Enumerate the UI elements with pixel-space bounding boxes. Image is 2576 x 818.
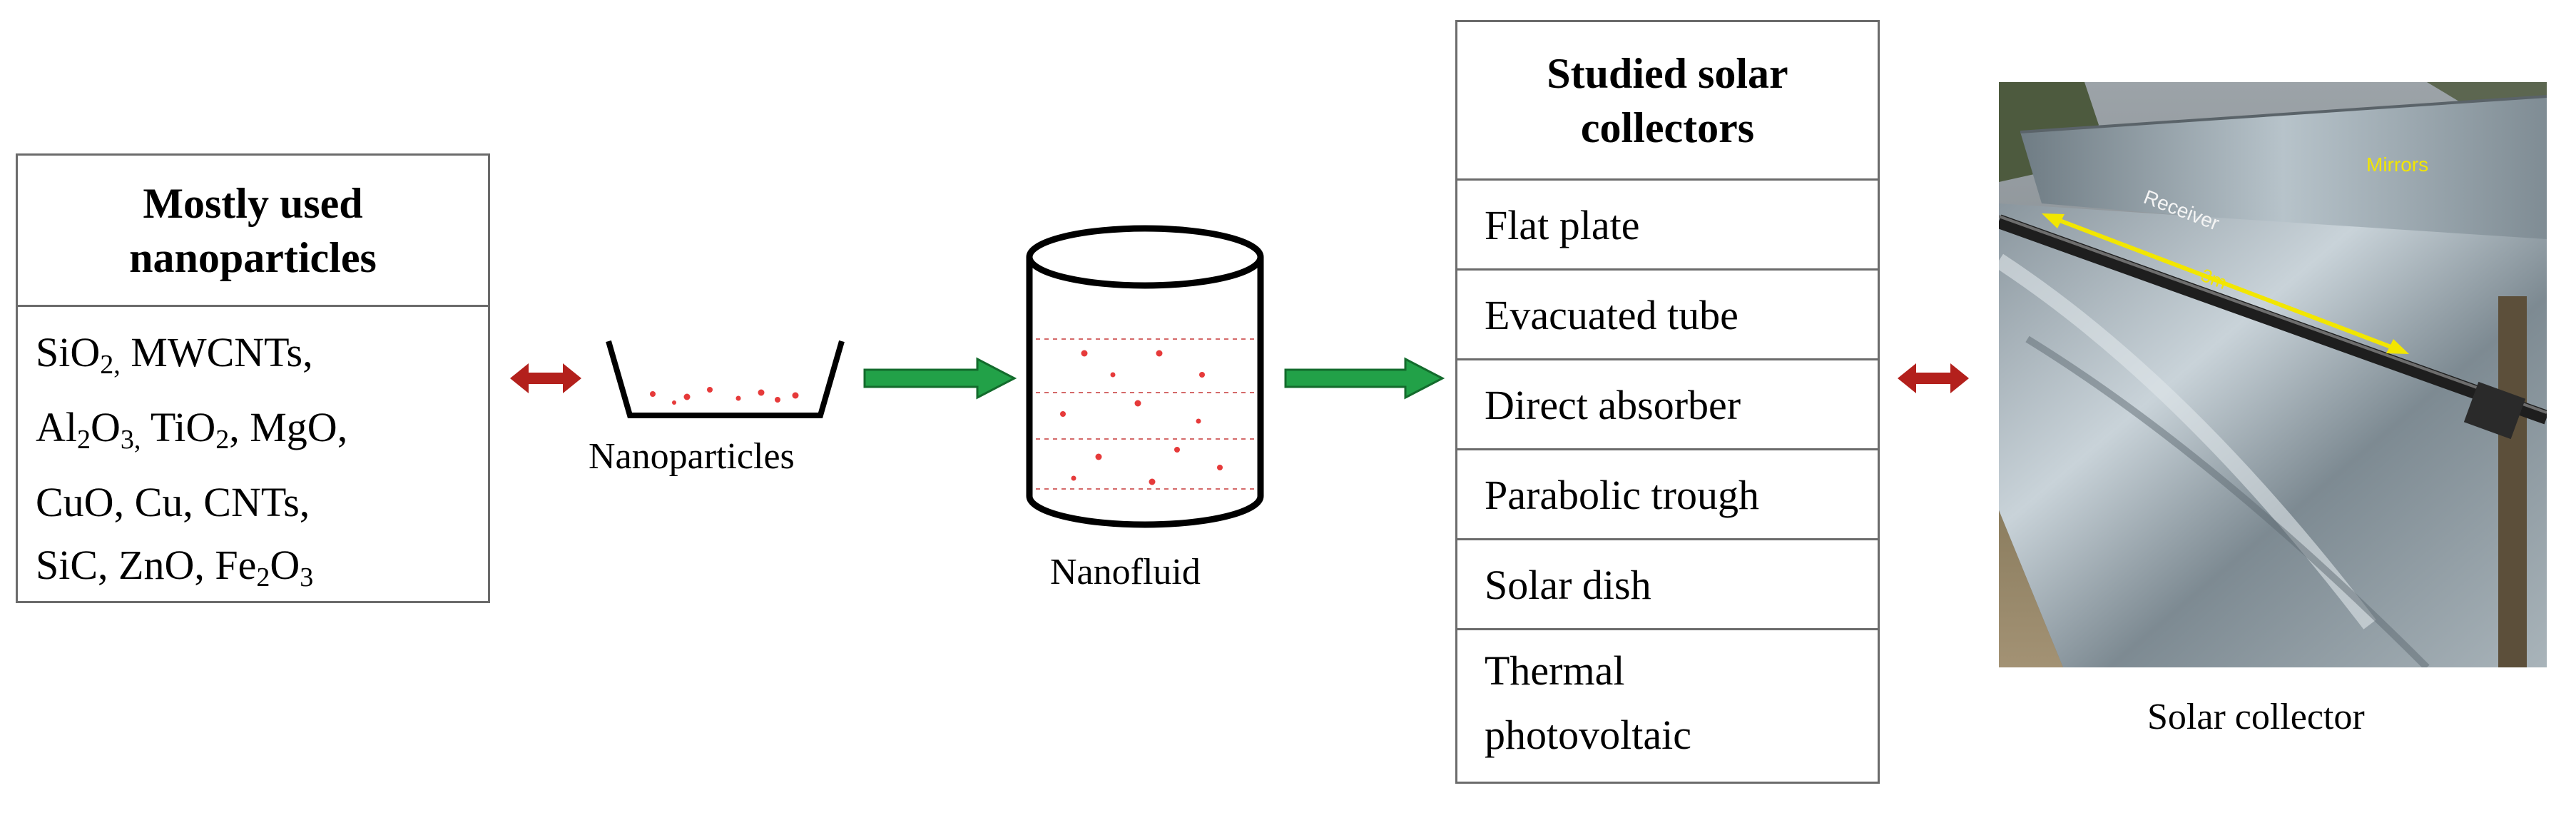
nanoparticles-label: Nanoparticles bbox=[589, 436, 795, 477]
collector-row-solar-dish: Solar dish bbox=[1457, 540, 1878, 630]
collector-row-flat-plate: Flat plate bbox=[1457, 181, 1878, 271]
flow-arrow-2 bbox=[1284, 357, 1445, 400]
nanofluid-cylinder-icon bbox=[1026, 225, 1264, 528]
nanoparticles-line-1: SiO2, MWCNTs, bbox=[36, 329, 313, 380]
photo-label-mirrors: Mirrors bbox=[2366, 153, 2429, 176]
collectors-box-header: Studied solar collectors bbox=[1457, 22, 1878, 181]
nanoparticles-heading-line1: Mostly used bbox=[143, 179, 363, 227]
collector-row-parabolic-trough: Parabolic trough bbox=[1457, 450, 1878, 540]
double-arrow-left bbox=[510, 363, 581, 393]
collector-row-thermal-photovoltaic: Thermal photovoltaic bbox=[1485, 647, 1691, 758]
nanoparticles-list: SiO2, MWCNTs, Al2O3, TiO2, MgO, CuO, Cu,… bbox=[36, 321, 347, 609]
collector-row-evacuated-tube: Evacuated tube bbox=[1457, 271, 1878, 360]
nanoparticles-line-3: CuO, Cu, CNTs, bbox=[36, 479, 310, 525]
flow-arrow-1 bbox=[863, 357, 1017, 400]
nanofluid-label: Nanofluid bbox=[1050, 552, 1201, 592]
solar-collector-photo: Mirrors Receiver 3m bbox=[1999, 82, 2547, 667]
collectors-heading-line1: Studied solar bbox=[1547, 49, 1788, 97]
nanoparticles-box: Mostly used nanoparticles SiO2, MWCNTs, … bbox=[16, 153, 490, 603]
double-arrow-right bbox=[1898, 363, 1969, 393]
collectors-heading-line2: collectors bbox=[1580, 103, 1755, 151]
collectors-box: Studied solar collectors Flat plate Evac… bbox=[1455, 20, 1880, 784]
nanoparticles-tray-icon bbox=[606, 340, 845, 418]
collector-row-direct-absorber: Direct absorber bbox=[1457, 360, 1878, 450]
nanoparticles-line-2: Al2O3, TiO2, MgO, bbox=[36, 404, 348, 455]
nanoparticles-line-4: SiC, ZnO, Fe2O3 bbox=[36, 542, 314, 592]
nanoparticles-heading-line2: nanoparticles bbox=[129, 233, 377, 281]
nanoparticles-box-header: Mostly used nanoparticles bbox=[18, 156, 488, 307]
solar-collector-label: Solar collector bbox=[2147, 697, 2365, 737]
